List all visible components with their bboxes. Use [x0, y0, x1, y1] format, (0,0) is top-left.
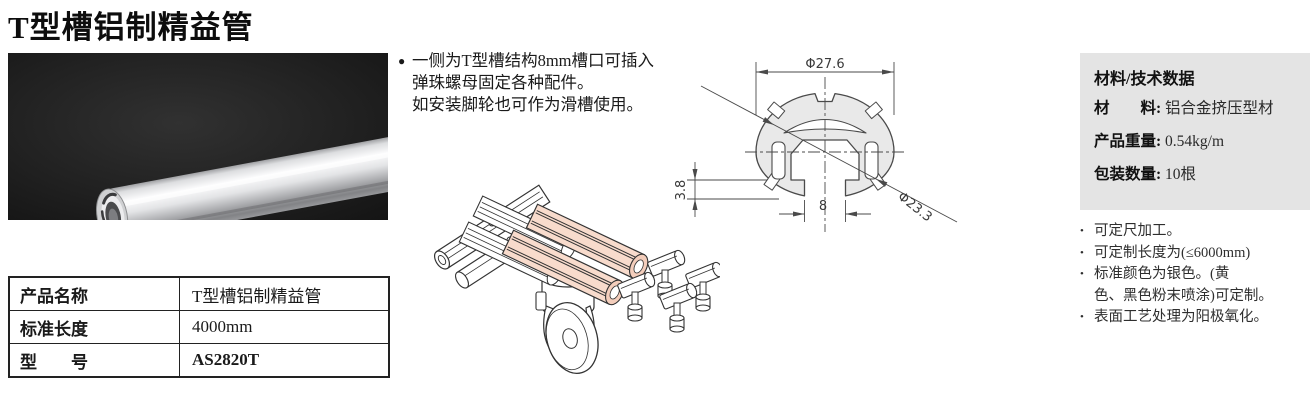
- spec-value: 铝合金挤压型材: [1165, 100, 1274, 117]
- note-text: 标准颜色为银色。(黄: [1094, 266, 1230, 282]
- row-value-model: AS2820T: [179, 343, 390, 378]
- row-label: 型 号: [8, 343, 180, 378]
- product-photo: [8, 53, 388, 220]
- notes-list: • 可定尺加工。 • 可定制长度为(≤6000mm) • 标准颜色为银色。(黄 …: [1080, 221, 1312, 329]
- note-text: 可定尺加工。: [1094, 223, 1181, 239]
- spec-label: 产品重量:: [1094, 133, 1162, 150]
- material-data-panel: 材料/技术数据 材 料: 铝合金挤压型材 产品重量: 0.54kg/m 包装数量…: [1080, 53, 1310, 210]
- assembly-illustration: [420, 180, 726, 395]
- product-spec-table: 产品名称 T型槽铝制精益管 标准长度 4000mm 型 号 AS2820T: [8, 276, 390, 378]
- feature-line: 一侧为T型槽结构8mm槽口可插入: [412, 51, 654, 70]
- spec-value: 0.54kg/m: [1165, 133, 1225, 150]
- row-label: 产品名称: [8, 276, 180, 311]
- spec-item: 产品重量: 0.54kg/m: [1094, 132, 1300, 151]
- row-label: 标准长度: [8, 310, 180, 344]
- bullet-icon: •: [1080, 246, 1084, 259]
- list-item: • 可定尺加工。: [1080, 221, 1312, 243]
- bullet-icon: •: [1080, 225, 1084, 237]
- row-value: 4000mm: [179, 310, 390, 344]
- note-text: 可定制长度为(≤6000mm): [1094, 244, 1251, 261]
- spec-label: 材 料:: [1094, 100, 1162, 117]
- product-photo-render: [8, 53, 388, 220]
- note-text: 表面工艺处理为阳极氧化。: [1094, 309, 1268, 325]
- spec-label: 包装数量:: [1094, 166, 1162, 183]
- aluminum-tube: [96, 132, 388, 220]
- feature-description: ● 一侧为T型槽结构8mm槽口可插入 弹珠螺母固定各种配件。 如安装脚轮也可作为…: [398, 50, 708, 116]
- spec-item: 材 料: 铝合金挤压型材: [1094, 99, 1300, 118]
- frame-rail-back: [433, 184, 551, 270]
- list-item: • 可定制长度为(≤6000mm): [1080, 243, 1312, 265]
- rim-notches: [763, 101, 887, 191]
- diagonal-dimension: [700, 85, 958, 223]
- side-slot-right: [864, 141, 879, 180]
- panel-heading: 材料/技术数据: [1094, 71, 1195, 88]
- t-bolt: [616, 270, 658, 322]
- bullet-icon: ●: [398, 54, 406, 68]
- cross-section-drawing: Φ23.3 Φ27.6 3.8: [655, 40, 1015, 250]
- side-slot-left: [771, 141, 786, 180]
- outer-diameter-dimension: [755, 62, 895, 115]
- bullet-icon: •: [1080, 268, 1084, 280]
- dim-ledge-height: 3.8: [674, 180, 689, 201]
- dim-slot-width: 8: [819, 199, 827, 214]
- dim-outer-diameter: Φ27.6: [805, 57, 844, 72]
- ledge-dimension: [687, 162, 779, 217]
- list-item: • 表面工艺处理为阳极氧化。: [1080, 307, 1312, 329]
- row-value: T型槽铝制精益管: [179, 276, 390, 311]
- feature-line: 如安装脚轮也可作为滑槽使用。: [412, 95, 643, 114]
- list-item: • 标准颜色为银色。(黄 色、黑色粉末喷涂)可定制。: [1080, 264, 1312, 307]
- slot-width-dimension: [779, 200, 871, 222]
- table-row: 产品名称 T型槽铝制精益管: [8, 276, 390, 311]
- bullet-icon: •: [1080, 311, 1084, 323]
- note-text: 色、黑色粉末喷涂)可定制。: [1094, 287, 1273, 304]
- spec-item: 包装数量: 10根: [1094, 165, 1300, 184]
- table-row: 型 号 AS2820T: [8, 343, 390, 378]
- page-title: T型槽铝制精益管: [8, 10, 254, 45]
- table-row: 标准长度 4000mm: [8, 310, 390, 344]
- spec-value: 10根: [1165, 166, 1197, 183]
- tube-end-face: [96, 188, 129, 220]
- feature-line: 弹珠螺母固定各种配件。: [412, 73, 594, 92]
